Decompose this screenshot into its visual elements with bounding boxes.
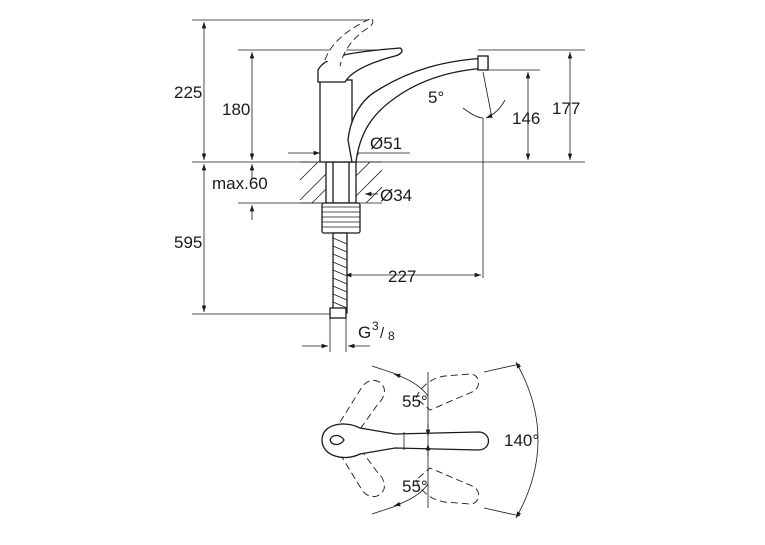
dim-spout-reach: 227 <box>388 267 416 286</box>
dim-height-total: 225 <box>174 83 202 102</box>
dim-spout-angle: 5° <box>428 88 444 107</box>
svg-text:/: / <box>380 325 385 342</box>
dim-swivel-angle: 140° <box>504 431 539 450</box>
connection-prefix: G <box>358 323 371 342</box>
top-view: 55° 55° 140° <box>321 361 539 519</box>
flexible-hose <box>329 232 348 319</box>
connection-denominator: 8 <box>388 329 395 343</box>
faucet-body <box>317 17 489 163</box>
dim-hole-diameter: Ø34 <box>380 186 412 205</box>
lever-swing-upper <box>339 373 479 433</box>
dim-spout-height-high: 177 <box>552 99 580 118</box>
extension-lines <box>192 19 585 352</box>
mounting-shank <box>321 161 361 234</box>
side-view: 225 180 5° 146 177 Ø51 max.60 Ø34 595 22… <box>174 17 585 352</box>
dim-body-diameter: Ø51 <box>370 134 402 153</box>
lever-top-outline <box>321 423 490 459</box>
dim-max-thickness: max.60 <box>212 174 268 193</box>
dim-lever-angle-top: 55° <box>402 392 428 411</box>
connection-numerator: 3 <box>372 319 379 333</box>
top-dimension-lines <box>371 361 539 519</box>
dimension-lines <box>201 22 573 349</box>
dim-lever-angle-bottom: 55° <box>402 477 428 496</box>
dim-hose-length: 595 <box>174 233 202 252</box>
dim-spout-height-low: 146 <box>512 109 540 128</box>
lever-pivot <box>329 434 345 446</box>
dim-height-body: 180 <box>222 100 250 119</box>
dim-connection-thread: G 3 / 8 <box>358 319 395 343</box>
